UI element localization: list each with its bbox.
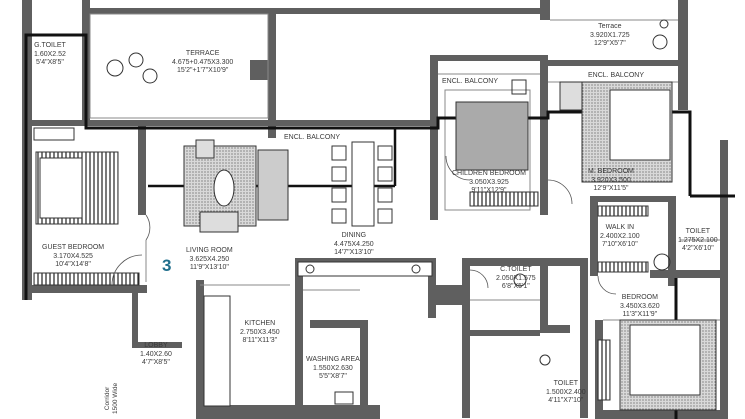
walls [22,0,728,419]
doors [111,155,617,295]
unit-number: 3 [162,256,172,275]
furniture [33,19,717,411]
room-label-encl-balcony-right: ENCL. BALCONY [588,72,645,79]
room-label-encl-balcony-top: ENCL. BALCONY [442,78,499,85]
room-label-encl-balcony-mid: ENCL. BALCONY [284,134,341,141]
